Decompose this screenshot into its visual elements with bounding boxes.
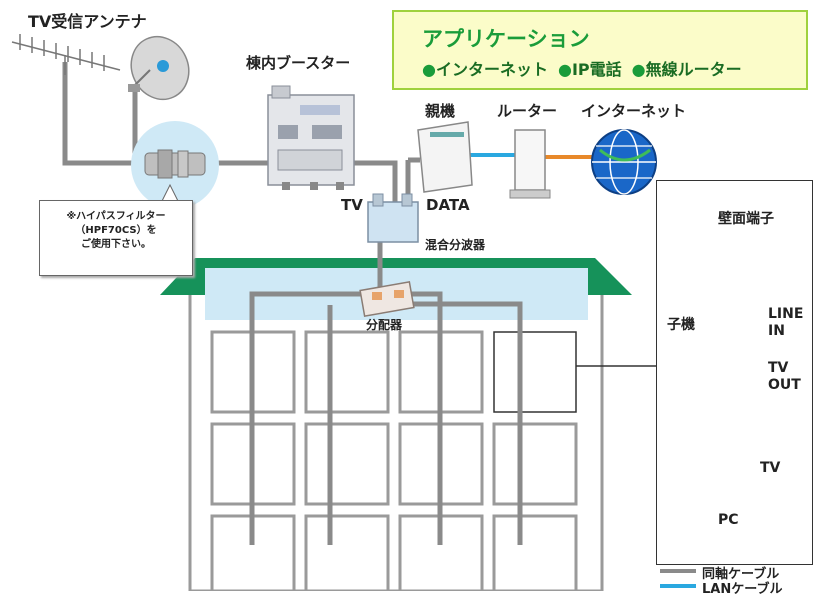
line-in-text: LINE bbox=[768, 306, 804, 322]
filter-note-line: ※ハイパスフィルター bbox=[66, 211, 166, 222]
splitter-label: 分配器 bbox=[366, 318, 403, 332]
application-box: アプリケーション ●インターネット ●IP電話 ●無線ルーター bbox=[392, 10, 808, 90]
application-title: アプリケーション bbox=[422, 27, 590, 51]
data-port-label: DATA bbox=[426, 196, 470, 214]
filter-note: ※ハイパスフィルター （HPF70CS）を ご使用下さい。 bbox=[39, 200, 193, 276]
tv-out-text: TV bbox=[768, 360, 789, 376]
line-in-label: LINE IN bbox=[768, 306, 803, 340]
application-item: ●無線ルーター bbox=[631, 60, 742, 79]
child-modem-label: 子機 bbox=[667, 317, 695, 333]
application-list: ●インターネット ●IP電話 ●無線ルーター bbox=[422, 56, 742, 80]
application-item: ●IP電話 bbox=[557, 60, 622, 79]
legend-lan-label: LANケーブル bbox=[702, 582, 783, 597]
filter-note-line: （HPF70CS）を bbox=[75, 225, 157, 236]
in-room-panel bbox=[656, 180, 813, 565]
yagi-antenna-icon bbox=[11, 34, 121, 75]
high-pass-filter-icon bbox=[144, 149, 206, 179]
highlighted-room bbox=[493, 331, 577, 413]
mixer-device-icon bbox=[367, 193, 419, 243]
mixer-label: 混合分波器 bbox=[425, 238, 486, 252]
internet-label: インターネット bbox=[581, 102, 687, 120]
satellite-dish-icon bbox=[128, 35, 190, 101]
application-item: ●インターネット bbox=[422, 60, 548, 79]
parent-modem-label: 親機 bbox=[425, 102, 456, 120]
line-in-text: IN bbox=[768, 323, 785, 339]
router-icon bbox=[509, 129, 551, 199]
tv-device-label: TV bbox=[760, 460, 781, 476]
parent-modem-icon bbox=[417, 121, 473, 193]
splitter-device-icon bbox=[359, 280, 415, 318]
pc-label: PC bbox=[718, 512, 739, 528]
legend-coax-label: 同軸ケーブル bbox=[702, 567, 780, 582]
tv-port-label: TV bbox=[341, 196, 363, 214]
filter-note-line: ご使用下さい。 bbox=[81, 239, 151, 250]
tv-out-label: TV OUT bbox=[768, 360, 801, 394]
wall-outlet-label: 壁面端子 bbox=[718, 211, 774, 227]
antenna-label: TV受信アンテナ bbox=[28, 12, 147, 31]
router-label: ルーター bbox=[497, 102, 558, 120]
booster-label: 棟内ブースター bbox=[246, 54, 351, 72]
internet-globe-icon bbox=[591, 129, 657, 195]
booster-device-icon bbox=[267, 85, 355, 190]
tv-out-text: OUT bbox=[768, 377, 801, 393]
